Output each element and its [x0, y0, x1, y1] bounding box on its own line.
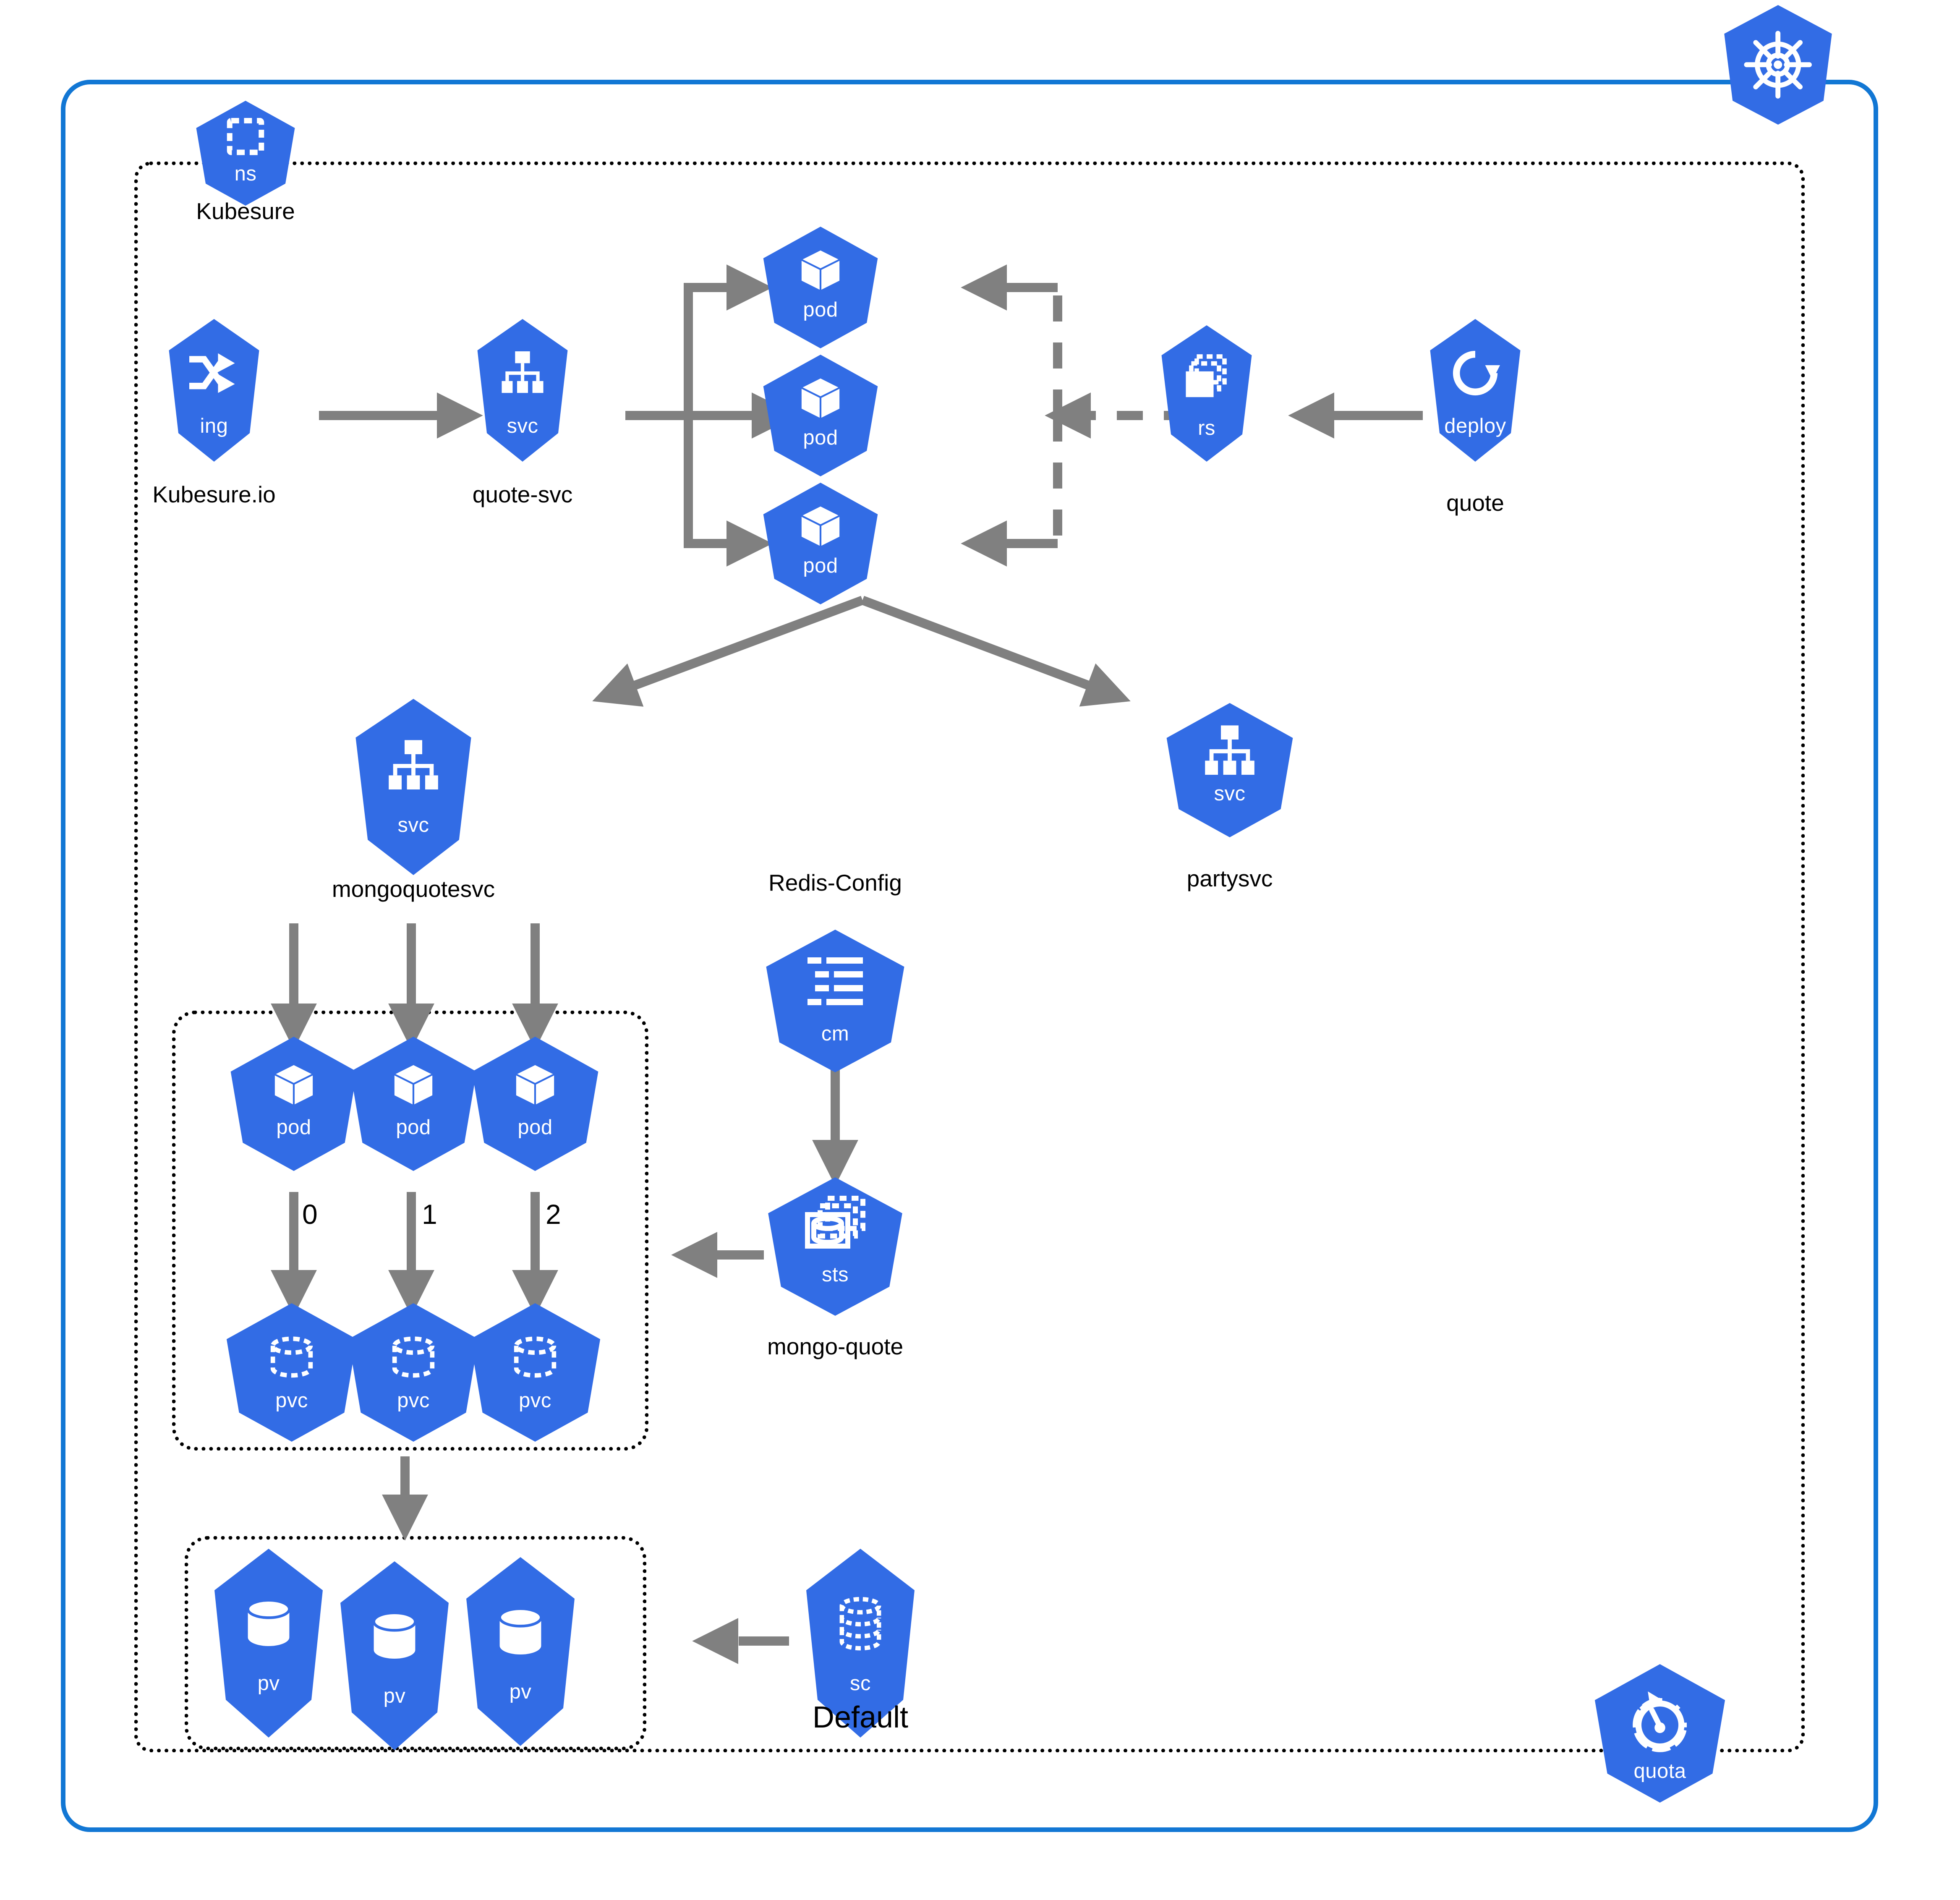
node-kind-label: svc [1214, 782, 1246, 805]
node-kind-label: ns [234, 162, 257, 185]
node-mongo-pod-1[interactable]: pod [346, 1037, 481, 1171]
pod-cube-icon [510, 1060, 560, 1110]
node-kind-label: svc [507, 415, 538, 438]
storageclass-stacked-disks-icon [833, 1597, 888, 1652]
pvc-dashed-cylinder-icon [389, 1334, 438, 1383]
partysvc-caption: partysvc [1186, 865, 1273, 891]
statefulset-database-stack-icon [804, 1195, 867, 1259]
node-service-party[interactable]: svc [1163, 703, 1297, 837]
node-resourcequota[interactable]: quota [1591, 1664, 1729, 1803]
node-kind-label: pvc [519, 1389, 551, 1412]
namespace-boundary [134, 162, 1805, 1752]
node-mongo-pod-2[interactable]: pod [468, 1037, 602, 1171]
node-kind-label: pv [383, 1685, 406, 1707]
edge-pod-to-partysvc [861, 596, 1131, 707]
pod-cube-icon [389, 1060, 438, 1110]
cluster-boundary [61, 80, 1878, 1832]
namespace-dashed-square-icon [221, 114, 270, 163]
node-kind-label: pod [803, 426, 838, 449]
edge-pod-to-mongosvc [592, 596, 864, 707]
pvc-dashed-cylinder-icon [267, 1334, 316, 1383]
edge-quotesvc-to-pod-a [625, 264, 773, 420]
node-kind-label: svc [397, 814, 429, 837]
node-pod-b[interactable]: pod [760, 355, 881, 476]
mongoquotesvc-caption: mongoquotesvc [332, 876, 495, 902]
node-kind-label: quota [1633, 1760, 1686, 1782]
configmap-list-icon [804, 952, 867, 1015]
node-kind-label: deploy [1444, 415, 1506, 438]
node-pv-1[interactable]: pv [332, 1561, 457, 1750]
service-tree-icon [498, 348, 547, 398]
node-kind-label: pv [257, 1672, 280, 1695]
pv-cylinder-icon [241, 1597, 296, 1652]
node-kind-label: cm [821, 1022, 849, 1045]
node-kind-label: sts [821, 1263, 849, 1286]
replicaset-stacked-boxes-icon [1182, 353, 1231, 402]
node-kind-label: pod [517, 1116, 553, 1139]
node-pod-c[interactable]: pod [760, 483, 881, 604]
node-mongo-pod-0[interactable]: pod [227, 1037, 361, 1171]
node-kind-label: pod [803, 554, 838, 577]
service-tree-icon [1200, 722, 1259, 781]
node-ingress[interactable]: ing [162, 319, 267, 462]
ordinal-label-0: 0 [302, 1199, 318, 1230]
node-pvc-2[interactable]: pvc [466, 1303, 604, 1442]
node-kind-label: pod [803, 298, 838, 321]
node-kind-label: pod [276, 1116, 311, 1139]
node-kind-label: sc [850, 1672, 871, 1695]
namespace-caption: Kubesure [196, 198, 295, 224]
node-kind-label: pv [509, 1680, 532, 1703]
node-namespace[interactable]: ns [193, 101, 298, 206]
kubernetes-logo-icon [1718, 5, 1838, 125]
configmap-caption: Redis-Config [768, 870, 902, 896]
pod-cube-icon [796, 246, 845, 295]
node-deployment[interactable]: deploy [1423, 319, 1528, 462]
resourcequota-gauge-icon [1626, 1691, 1693, 1759]
ordinal-label-1: 1 [422, 1199, 437, 1230]
node-kind-label: pvc [275, 1389, 308, 1412]
pod-cube-icon [269, 1060, 319, 1110]
node-storageclass[interactable]: sc [797, 1549, 923, 1738]
service-tree-icon [384, 737, 443, 795]
node-service-mongoquote[interactable]: svc [346, 699, 481, 875]
node-service-quote[interactable]: svc [470, 319, 575, 462]
node-kind-label: pod [396, 1116, 431, 1139]
deployment-circular-arrow-icon [1450, 348, 1500, 398]
edge-quotesvc-to-pod-c [625, 411, 773, 567]
quote-svc-caption: quote-svc [472, 481, 573, 507]
pv-cylinder-icon [493, 1605, 548, 1660]
node-pvc-1[interactable]: pvc [344, 1303, 483, 1442]
pod-cube-icon [796, 502, 845, 551]
node-replicaset[interactable]: rs [1154, 325, 1259, 462]
node-configmap[interactable]: cm [762, 930, 909, 1072]
pod-cube-icon [796, 374, 845, 423]
node-pvc-0[interactable]: pvc [222, 1303, 361, 1442]
pvc-dashed-cylinder-icon [510, 1334, 560, 1383]
statefulset-caption: mongo-quote [767, 1333, 904, 1359]
node-pod-a[interactable]: pod [760, 227, 881, 348]
node-statefulset[interactable]: sts [764, 1177, 907, 1316]
node-pv-2[interactable]: pv [457, 1557, 583, 1746]
storageclass-caption: Default [812, 1701, 909, 1734]
ingress-caption: Kubesure.io [152, 481, 276, 507]
ordinal-label-2: 2 [546, 1199, 561, 1230]
pv-cylinder-icon [367, 1610, 422, 1664]
node-kind-label: ing [200, 415, 228, 438]
node-pv-0[interactable]: pv [206, 1549, 332, 1738]
deploy-caption: quote [1446, 490, 1504, 516]
ingress-crossing-arrows-icon [189, 348, 239, 398]
node-kind-label: pvc [397, 1389, 430, 1412]
node-kind-label: rs [1198, 417, 1215, 439]
